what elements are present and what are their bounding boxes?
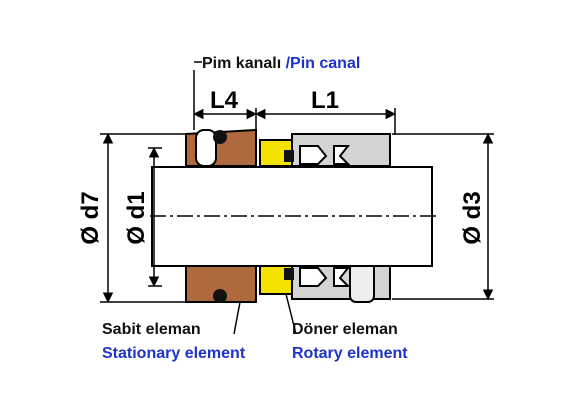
pin-canal-tr: Pim kanalı [202,55,286,72]
stationary-label-tr: Sabit eleman [102,321,201,338]
dimension-lines [100,61,494,335]
rotary-housing [291,133,391,303]
shaft [150,166,436,267]
pin-canal-en: /Pin canal [286,55,361,72]
dim-l1: L1 [311,87,339,114]
pin-canal-label: Pim kanalı /Pin canal [202,55,360,72]
dim-l4: L4 [210,87,239,114]
rotary-label-tr: Döner eleman [292,321,398,338]
dim-d7: Ø d7 [77,191,104,244]
dim-d1: Ø d1 [123,191,150,244]
stationary-seat [185,128,257,303]
stationary-label-en: Stationary element [102,345,246,362]
rotary-face [259,139,294,295]
dim-d3: Ø d3 [459,191,486,244]
rotary-label-en: Rotary element [292,345,408,362]
